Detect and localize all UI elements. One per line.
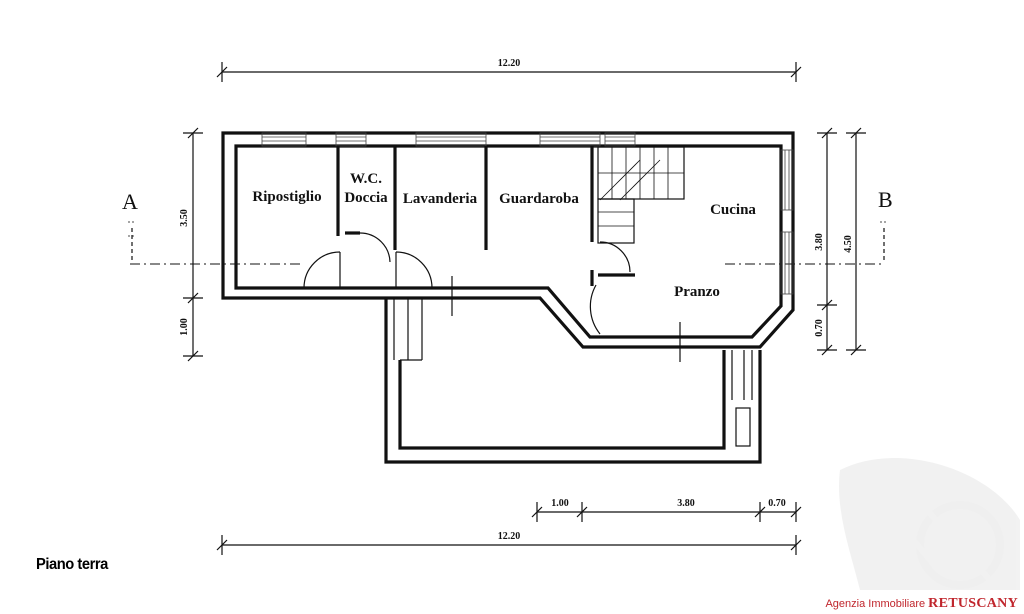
- dimension-top-label: 12.20: [498, 58, 521, 69]
- dimension-left: [183, 127, 203, 362]
- dimension-right-outer: [846, 127, 866, 356]
- agency-prefix: Agenzia Immobiliare: [825, 598, 926, 610]
- dimension-top: [216, 62, 802, 82]
- room-label-ripostiglio: Ripostiglio: [252, 189, 321, 205]
- dimension-left-lower-label: 1.00: [179, 318, 190, 336]
- section-marker-b: B: [878, 187, 893, 212]
- section-marker-a: A: [122, 189, 138, 214]
- dimension-right-inner-lower-label: 0.70: [814, 319, 825, 337]
- right-windows: [780, 149, 794, 295]
- room-label-wc: W.C.: [350, 171, 382, 187]
- room-label-doccia: Doccia: [344, 190, 388, 206]
- dimension-bottom: [216, 535, 802, 555]
- dimension-seg2-label: 3.80: [677, 498, 695, 509]
- staircase: [597, 146, 685, 244]
- top-windows: [261, 132, 636, 147]
- floor-label: Piano terra: [36, 556, 108, 573]
- room-label-cucina: Cucina: [710, 202, 756, 218]
- dimension-seg3-label: 0.70: [768, 498, 786, 509]
- agency-credit: Agenzia Immobiliare RETUSCANY: [825, 596, 1018, 612]
- agency-brand: RETUSCANY: [928, 596, 1018, 611]
- room-label-lavanderia: Lavanderia: [403, 191, 478, 207]
- dimension-right-inner: [817, 127, 837, 356]
- dimension-bottom-segments: [531, 502, 802, 522]
- section-line: [128, 221, 888, 265]
- dimension-seg1-label: 1.00: [551, 498, 569, 509]
- terrace: [384, 298, 762, 464]
- dimension-bottom-label: 12.20: [498, 531, 521, 542]
- room-label-pranzo: Pranzo: [674, 284, 720, 300]
- dimension-right-inner-upper-label: 3.80: [814, 233, 825, 251]
- exterior-walls: [221, 131, 795, 349]
- watermark-logo: [839, 458, 1020, 590]
- dimension-left-upper-label: 3.50: [179, 209, 190, 227]
- dimension-right-outer-label: 4.50: [843, 235, 854, 253]
- doors: [303, 232, 681, 362]
- room-label-guardaroba: Guardaroba: [499, 191, 579, 207]
- interior-walls: [336, 146, 635, 286]
